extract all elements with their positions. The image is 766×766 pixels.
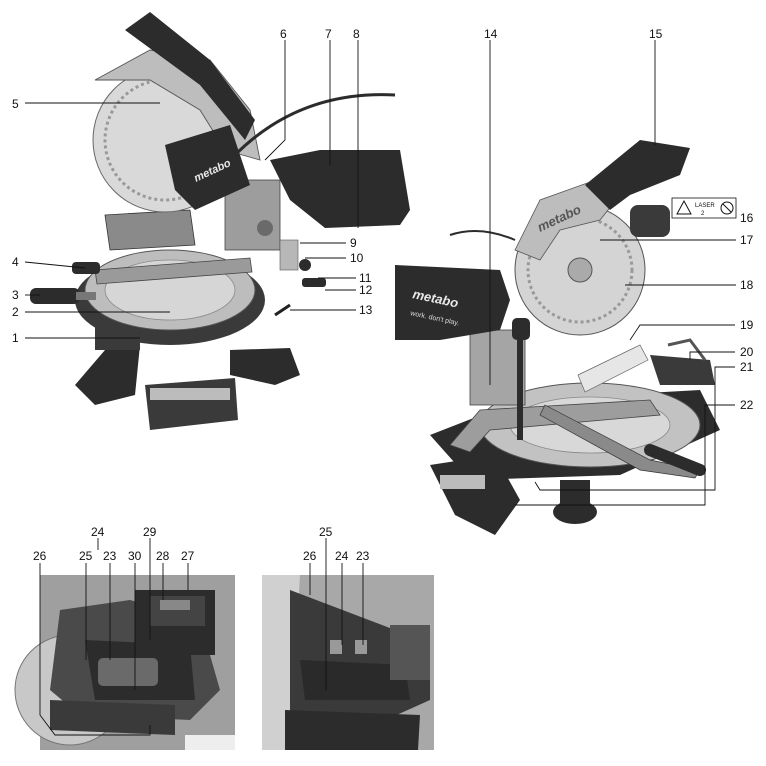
callout-12: 12 bbox=[359, 283, 373, 297]
detail-view-carry-handle bbox=[262, 575, 434, 750]
callout-29: 29 bbox=[143, 525, 157, 539]
callout-21: 21 bbox=[740, 360, 754, 374]
callout-1: 1 bbox=[12, 331, 19, 345]
callout-4: 4 bbox=[12, 255, 19, 269]
callout-27: 27 bbox=[181, 549, 195, 563]
detail-view-battery-handle bbox=[14, 575, 235, 750]
callout-numbers: 5 6 7 8 9 10 11 12 13 4 3 2 1 14 15 16 1… bbox=[12, 27, 754, 563]
callout-26-b: 26 bbox=[303, 549, 317, 563]
callout-28: 28 bbox=[156, 549, 170, 563]
laser-warning-label: LASER 2 bbox=[671, 197, 737, 219]
callout-7: 7 bbox=[325, 27, 332, 41]
callout-14: 14 bbox=[484, 27, 498, 41]
callout-15: 15 bbox=[649, 27, 663, 41]
callout-6: 6 bbox=[280, 27, 287, 41]
callout-24-a: 24 bbox=[91, 525, 105, 539]
callout-16: 16 bbox=[740, 211, 754, 225]
callout-19: 19 bbox=[740, 318, 754, 332]
callout-23-a: 23 bbox=[103, 549, 117, 563]
callout-24-b: 24 bbox=[335, 549, 349, 563]
callout-20: 20 bbox=[740, 345, 754, 359]
callout-25-b: 25 bbox=[319, 525, 333, 539]
laser-label-text: LASER bbox=[695, 203, 715, 209]
callout-25-a: 25 bbox=[79, 549, 93, 563]
leader-lines bbox=[24, 40, 736, 736]
callout-9: 9 bbox=[350, 236, 357, 250]
callout-8: 8 bbox=[353, 27, 360, 41]
callout-13: 13 bbox=[359, 303, 373, 317]
callout-26-a: 26 bbox=[33, 549, 47, 563]
callout-17: 17 bbox=[740, 233, 754, 247]
callout-11: 11 bbox=[359, 271, 372, 285]
callout-18: 18 bbox=[740, 278, 754, 292]
miter-saw-view-left: metabo bbox=[30, 12, 410, 430]
laser-class-text: 2 bbox=[701, 211, 705, 217]
callout-2: 2 bbox=[12, 305, 19, 319]
callout-3: 3 bbox=[12, 288, 19, 302]
callout-10: 10 bbox=[350, 251, 364, 265]
callout-30: 30 bbox=[128, 549, 142, 563]
callout-22: 22 bbox=[740, 398, 754, 412]
callout-23-b: 23 bbox=[356, 549, 370, 563]
miter-saw-view-right: metabo work. don't play. metabo LASER 2 bbox=[395, 140, 737, 535]
callout-5: 5 bbox=[12, 97, 19, 111]
